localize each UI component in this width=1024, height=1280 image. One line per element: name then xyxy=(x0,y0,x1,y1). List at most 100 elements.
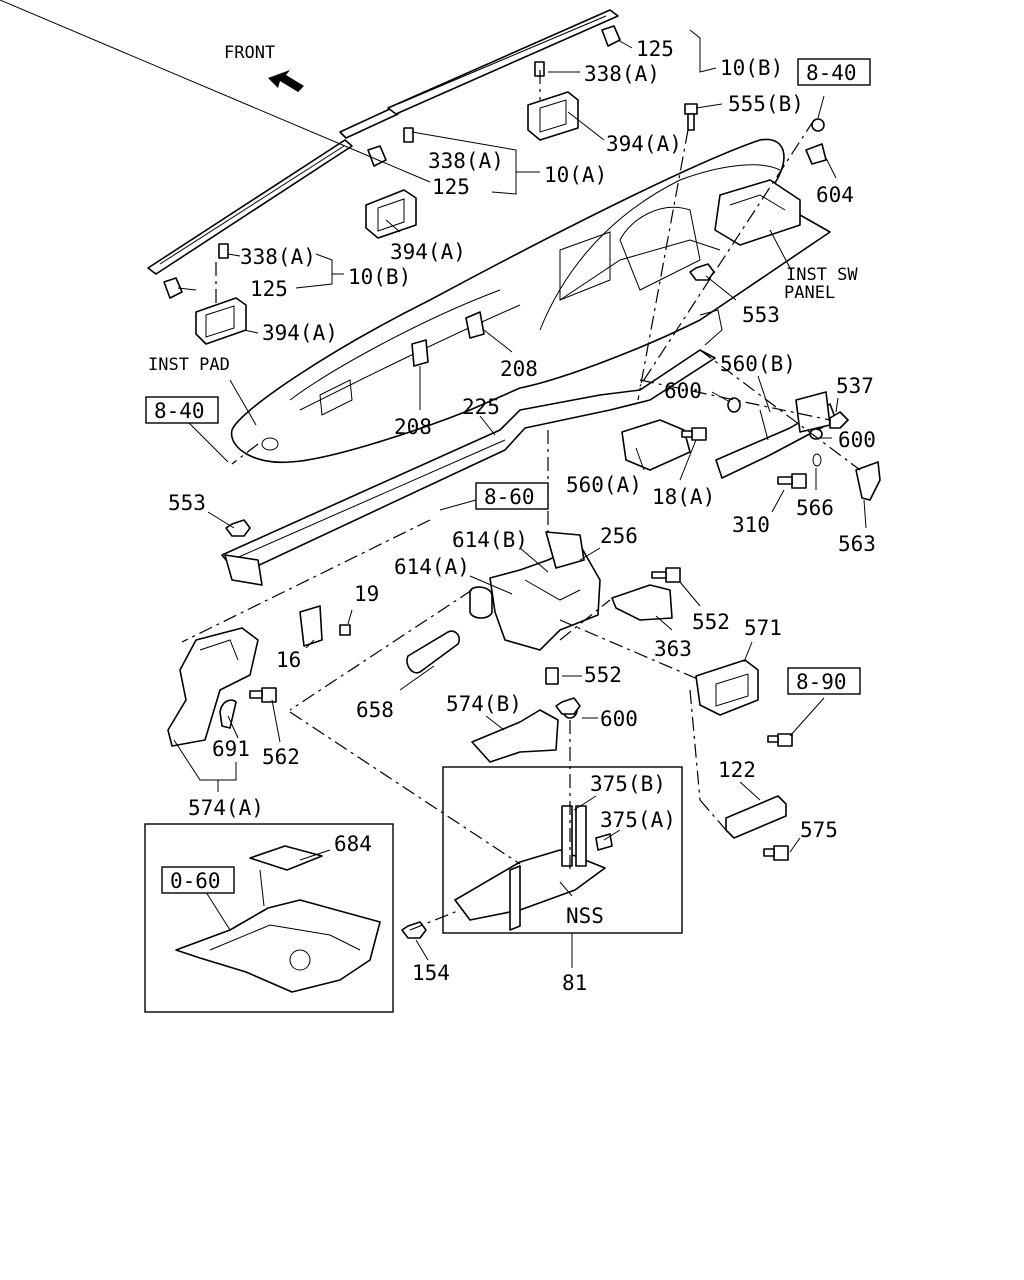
bracket-574a xyxy=(167,627,259,747)
label-inst-sw-1: INST SW xyxy=(786,265,858,285)
bracket-363 xyxy=(611,584,673,621)
front-direction-indicator: FRONT xyxy=(224,43,304,92)
part-labels: 125 10(B) 338(A) 8-40 555(B) 394(A) 604 … xyxy=(148,37,876,995)
reference-lines xyxy=(181,70,861,931)
part-691 xyxy=(219,699,237,729)
instrument-pad xyxy=(230,138,831,464)
label-575: 575 xyxy=(800,818,838,842)
label-394a-top: 394(A) xyxy=(606,132,682,156)
bolt-19 xyxy=(339,624,351,636)
label-553-top: 553 xyxy=(742,303,780,327)
label-ref-8-60: 8-60 xyxy=(484,485,535,509)
label-125-mid: 125 xyxy=(432,175,470,199)
bolt-552-set xyxy=(545,567,681,685)
label-562: 562 xyxy=(262,745,300,769)
label-81: 81 xyxy=(562,971,587,995)
label-560a: 560(A) xyxy=(566,473,642,497)
label-ref-8-40-top: 8-40 xyxy=(806,61,857,85)
label-nss: NSS xyxy=(566,904,604,928)
label-537: 537 xyxy=(836,374,874,398)
clip-563 xyxy=(855,461,881,501)
bolt-310 xyxy=(777,473,807,489)
nut-600-lower xyxy=(555,697,581,715)
label-552-b: 552 xyxy=(584,663,622,687)
label-338a-mid: 338(A) xyxy=(428,149,504,173)
label-574a: 574(A) xyxy=(188,796,264,820)
label-ref-0-60: 0-60 xyxy=(170,869,221,893)
detail-0-60-box xyxy=(144,823,394,1013)
bracket-560a xyxy=(621,419,691,471)
bolt-575 xyxy=(763,845,789,861)
label-125-top: 125 xyxy=(636,37,674,61)
label-256: 256 xyxy=(600,524,638,548)
label-560b: 560(B) xyxy=(720,352,796,376)
label-394a-left: 394(A) xyxy=(262,321,338,345)
front-arrow-icon xyxy=(268,70,304,92)
label-310: 310 xyxy=(732,513,770,537)
label-125-left: 125 xyxy=(250,277,288,301)
label-600-c: 600 xyxy=(600,707,638,731)
label-394a-mid: 394(A) xyxy=(390,240,466,264)
label-684: 684 xyxy=(334,832,372,856)
label-574b: 574(B) xyxy=(446,692,522,716)
label-10b-left: 10(B) xyxy=(348,265,411,289)
label-614b: 614(B) xyxy=(452,528,528,552)
ref-box-8-40-left xyxy=(145,396,219,424)
group-81-box xyxy=(442,766,683,934)
label-600-b: 600 xyxy=(838,428,876,452)
pipe-658 xyxy=(406,630,461,674)
bracket-16 xyxy=(299,605,323,647)
bolt-562 xyxy=(249,687,277,703)
label-658: 658 xyxy=(356,698,394,722)
label-563: 563 xyxy=(838,532,876,556)
label-571: 571 xyxy=(744,616,782,640)
label-ref-8-90: 8-90 xyxy=(796,670,847,694)
label-566: 566 xyxy=(796,496,834,520)
ref-box-8-90 xyxy=(787,667,861,695)
label-553-left: 553 xyxy=(168,491,206,515)
bolt-555b xyxy=(684,103,698,131)
label-ref-8-40-left: 8-40 xyxy=(154,399,205,423)
bracket-560b xyxy=(715,391,837,479)
bolt-8-90 xyxy=(767,733,793,747)
label-19: 19 xyxy=(354,582,379,606)
screw-338a-set xyxy=(218,61,545,259)
bracket-574b xyxy=(471,709,559,763)
label-604: 604 xyxy=(816,183,854,207)
label-691: 691 xyxy=(212,737,250,761)
label-338a-left: 338(A) xyxy=(240,245,316,269)
connector-122 xyxy=(725,795,787,839)
nut-553-set xyxy=(225,263,715,537)
label-122: 122 xyxy=(718,758,756,782)
retainer-394a-top xyxy=(527,91,579,141)
module-571 xyxy=(695,659,759,716)
bracket-208-set xyxy=(411,311,485,367)
label-338a-top: 338(A) xyxy=(584,62,660,86)
label-375a: 375(A) xyxy=(600,808,676,832)
label-inst-pad: INST PAD xyxy=(148,355,230,375)
clip-604 xyxy=(805,118,827,165)
label-225: 225 xyxy=(462,395,500,419)
nut-537 xyxy=(829,411,849,429)
steering-support-bracket xyxy=(469,531,601,651)
retainer-394a-mid xyxy=(365,189,417,239)
label-10a: 10(A) xyxy=(544,163,607,187)
retainer-394a-left xyxy=(195,297,247,345)
label-375b: 375(B) xyxy=(590,772,666,796)
ref-box-0-60 xyxy=(161,866,235,894)
bolt-18a xyxy=(681,427,707,441)
label-600-a: 600 xyxy=(664,379,702,403)
ring-566 xyxy=(812,453,822,467)
cross-beam-225 xyxy=(221,309,723,586)
ref-box-8-40-top xyxy=(797,58,871,86)
label-10b-top: 10(B) xyxy=(720,56,783,80)
inst-sw-panel xyxy=(714,179,801,246)
defroster-garnish-strips xyxy=(147,9,619,275)
leader-lines xyxy=(0,0,867,968)
label-614a: 614(A) xyxy=(394,555,470,579)
label-154: 154 xyxy=(412,961,450,985)
label-208-a: 208 xyxy=(394,415,432,439)
label-363: 363 xyxy=(654,637,692,661)
label-16: 16 xyxy=(276,648,301,672)
